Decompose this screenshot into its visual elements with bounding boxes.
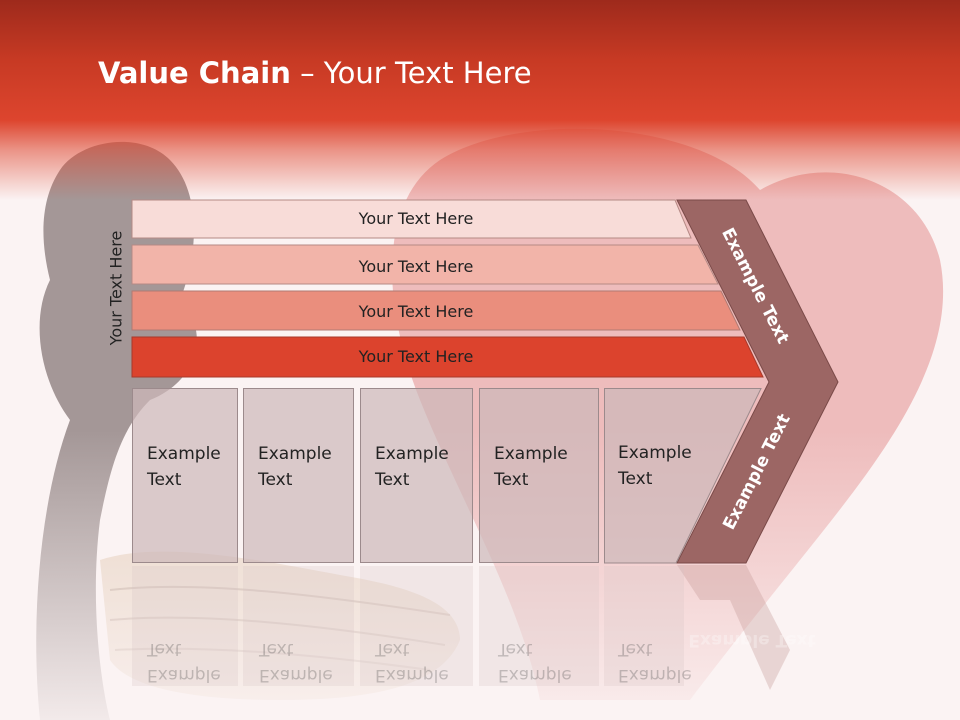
box-reflection-2 bbox=[243, 566, 354, 686]
title-bold: Value Chain bbox=[98, 56, 291, 90]
bar-4-shape bbox=[131, 336, 764, 378]
page-title: Value Chain – Your Text Here bbox=[98, 56, 532, 90]
box-reflection-3 bbox=[360, 566, 473, 686]
activity-box-5 bbox=[604, 388, 762, 564]
bar-4-label: Your Text Here bbox=[358, 347, 474, 366]
activity-box-5-shape bbox=[604, 388, 762, 564]
box-reflection-4 bbox=[479, 566, 599, 686]
chevron-shape bbox=[676, 199, 839, 564]
title-rest: – Your Text Here bbox=[290, 56, 532, 90]
box-reflection-1 bbox=[132, 566, 238, 686]
bar-1-label: Your Text Here bbox=[358, 209, 474, 228]
bar-2-label: Your Text Here bbox=[358, 257, 474, 276]
header-band bbox=[0, 0, 960, 200]
chevron-reflection bbox=[677, 565, 790, 690]
bar-3-label: Your Text Here bbox=[358, 302, 474, 321]
bar-2-shape bbox=[131, 244, 719, 285]
bar-3-shape bbox=[131, 290, 741, 331]
box-reflection-5 bbox=[604, 566, 684, 686]
bar-1-shape bbox=[131, 199, 692, 239]
